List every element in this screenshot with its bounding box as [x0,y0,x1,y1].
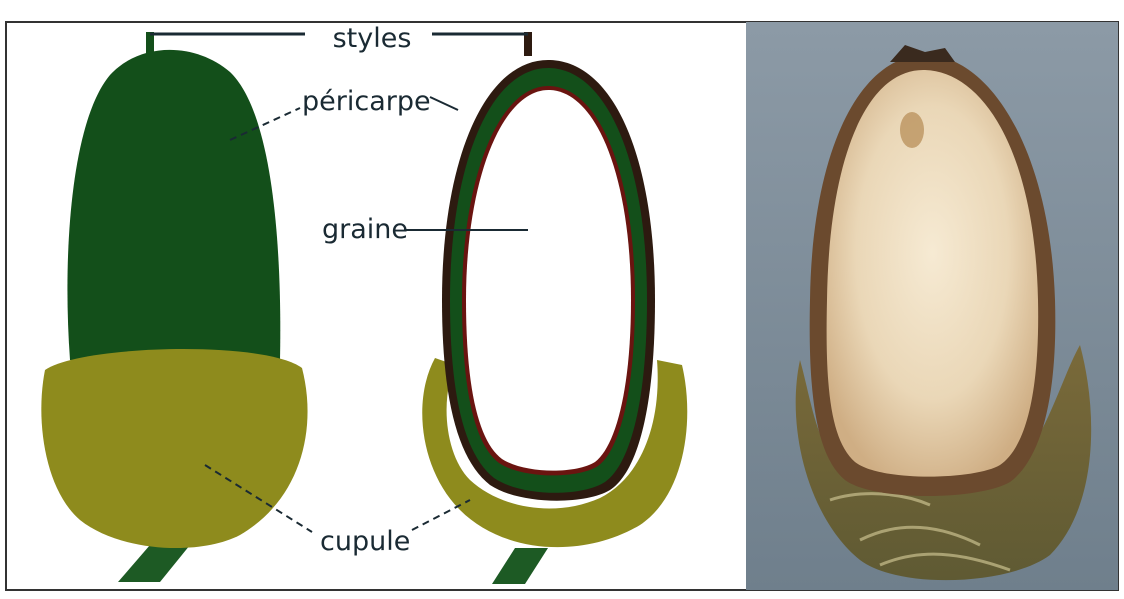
acorn-photo [746,22,1118,590]
label-cupule: cupule [320,526,410,557]
label-graine: graine [322,214,408,245]
whole-acorn-drawing [41,32,307,582]
acorn-pericarp [67,50,280,360]
section-acorn-drawing [422,32,687,584]
section-stalk [492,548,548,584]
label-styles: styles [333,23,412,54]
label-pericarpe: péricarpe [302,86,431,117]
style-tip-right [524,32,532,56]
acorn-cupule [41,349,307,548]
acorn-stalk [118,545,190,582]
